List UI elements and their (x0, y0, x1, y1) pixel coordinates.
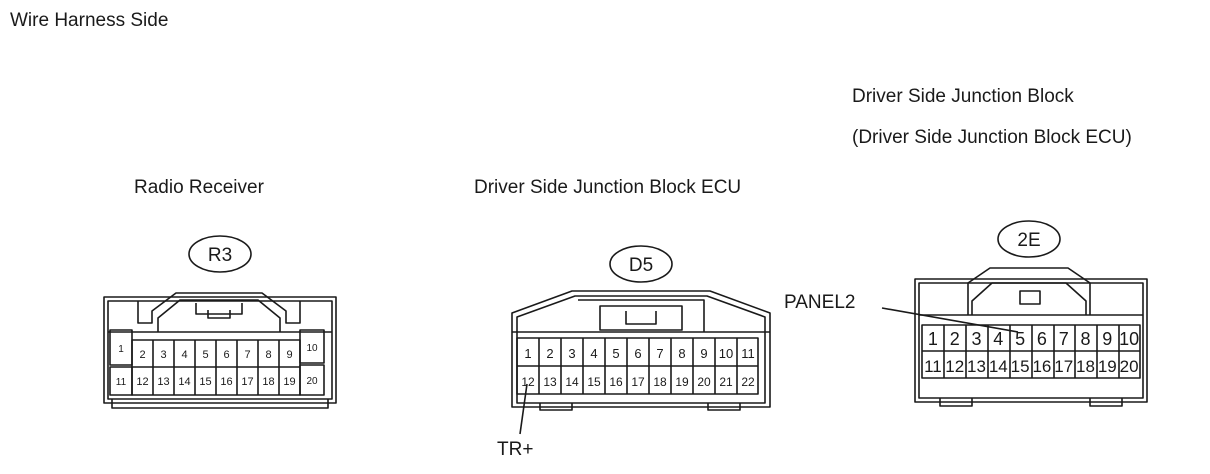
pin-number: 1 (118, 344, 124, 355)
pin-number: 16 (609, 375, 623, 389)
pin-number: 21 (719, 375, 733, 389)
pin-number: 4 (590, 346, 597, 361)
connector-code-bubble (997, 220, 1061, 258)
pin-number: 10 (1119, 329, 1139, 349)
pin-number: 12 (136, 376, 148, 388)
pin-number: 16 (1032, 357, 1051, 376)
pin-number: 9 (700, 346, 707, 361)
pin-number: 15 (199, 376, 211, 388)
pin-number: 13 (967, 357, 986, 376)
pin-number: 20 (1120, 357, 1139, 376)
pin-number: 1 (524, 346, 531, 361)
pin-number: 20 (306, 376, 318, 387)
pin-number: 19 (675, 375, 689, 389)
pin-number: 22 (741, 375, 755, 389)
pin-number: 2 (546, 346, 553, 361)
pin-number: 10 (306, 343, 318, 354)
junction-block-ecu-label: (Driver Side Junction Block ECU) (852, 127, 1132, 148)
pin-number: 2 (950, 329, 960, 349)
pin-number: 13 (543, 375, 557, 389)
d5-code: D5 (629, 255, 653, 276)
pin-number: 4 (181, 349, 187, 361)
pin-number: 7 (1059, 329, 1069, 349)
junction-block-label: Driver Side Junction Block (852, 86, 1074, 107)
pin-number: 14 (178, 376, 190, 388)
pin-number: 6 (634, 346, 641, 361)
radio-receiver-label: Radio Receiver (134, 177, 264, 198)
pin-number: 17 (1054, 357, 1073, 376)
pin-number: 17 (241, 376, 253, 388)
pin-number: 4 (993, 329, 1003, 349)
pin-number: 17 (631, 375, 645, 389)
pin-number: 16 (220, 376, 232, 388)
pin-number: 11 (924, 357, 942, 376)
connector-r3 (103, 235, 337, 409)
pin-number: 5 (612, 346, 619, 361)
pin-number: 2 (139, 349, 145, 361)
tr-plus-leader-line (519, 383, 528, 435)
pin-number: 9 (286, 349, 292, 361)
pin-number: 6 (1037, 329, 1047, 349)
pin-number: 19 (283, 376, 295, 388)
connector-d5 (511, 245, 771, 411)
pin-number: 7 (244, 349, 250, 361)
pin-number: 15 (587, 375, 601, 389)
pin-number: 8 (678, 346, 685, 361)
connector-2e (914, 220, 1148, 407)
panel2-callout: PANEL2 (784, 292, 855, 313)
pin-number: 10 (719, 346, 733, 361)
tr-plus-callout: TR+ (497, 439, 533, 460)
pin-number: 8 (265, 349, 271, 361)
diagram-title: Wire Harness Side (10, 10, 169, 31)
pin-number: 7 (656, 346, 663, 361)
connector-code-bubble (609, 245, 673, 283)
2e-code: 2E (1017, 230, 1040, 251)
pin-number: 12 (945, 357, 964, 376)
pin-number: 14 (989, 357, 1008, 376)
pin-number: 5 (1015, 329, 1025, 349)
pin-number: 12 (521, 375, 535, 389)
pin-number: 3 (568, 346, 575, 361)
panel2-leader-line (881, 307, 1019, 333)
pin-number: 18 (653, 375, 667, 389)
d5-label: Driver Side Junction Block ECU (474, 177, 742, 198)
pin-number: 18 (1076, 357, 1095, 376)
pin-number: 15 (1011, 357, 1030, 376)
pin-number: 5 (202, 349, 208, 361)
pin-number: 3 (971, 329, 981, 349)
pin-number: 6 (223, 349, 229, 361)
pin-number: 18 (262, 376, 274, 388)
pin-number: 19 (1098, 357, 1117, 376)
connector-code-bubble (188, 235, 252, 273)
pin-number: 11 (116, 377, 127, 388)
r3-code: R3 (208, 245, 232, 266)
pin-number: 8 (1080, 329, 1090, 349)
pin-number: 3 (160, 349, 166, 361)
pin-number: 20 (697, 375, 711, 389)
pin-number: 13 (157, 376, 169, 388)
pin-number: 9 (1102, 329, 1112, 349)
pin-number: 11 (741, 346, 755, 361)
pin-number: 1 (928, 329, 938, 349)
pin-number: 14 (565, 375, 579, 389)
